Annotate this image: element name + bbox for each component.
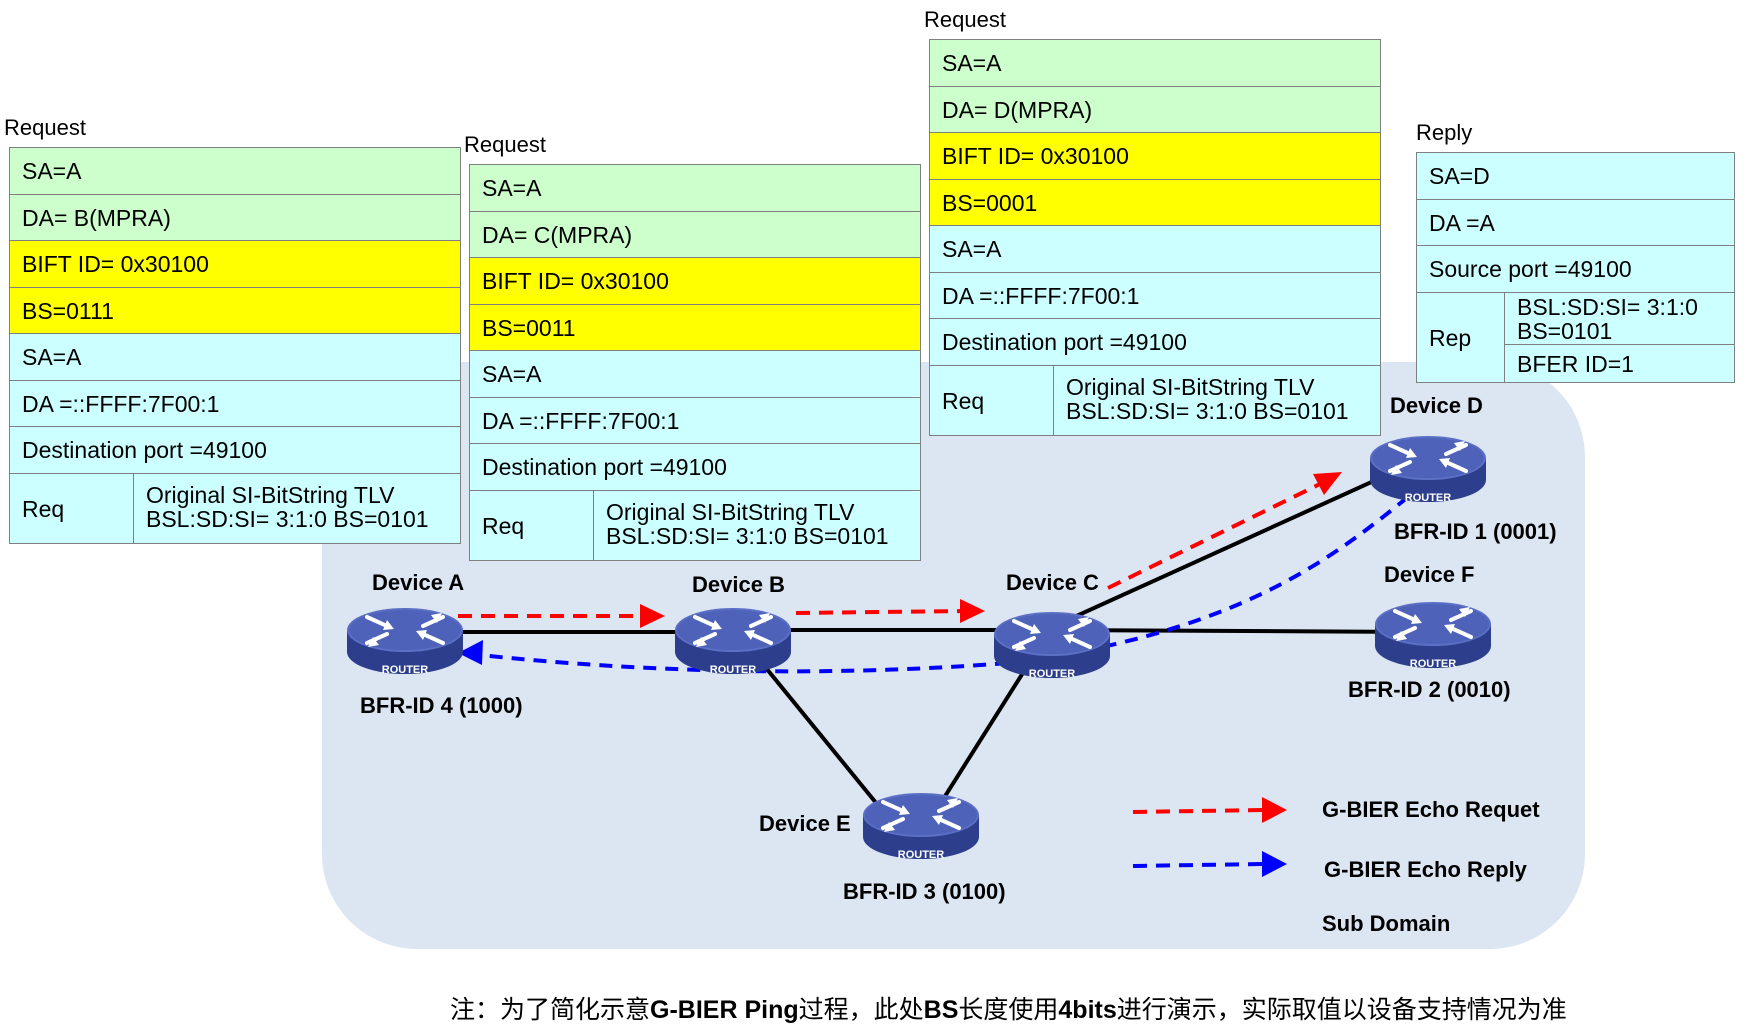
request-arrow-c-d: [1107, 481, 1323, 590]
field-req-label: Req: [10, 474, 134, 544]
tlv-value: BSL:SD:SI= 3:1:0 BS=0101: [1066, 398, 1349, 424]
footnote-suffix: 进行演示，实际取值以设备支持情况为准: [1116, 995, 1567, 1024]
field-sa: SA=D: [1417, 153, 1735, 200]
router-label: ROUTER: [1410, 658, 1457, 670]
packet-title: Request: [924, 7, 1006, 32]
red-arrowhead-icon: [1313, 472, 1342, 495]
field-destination-port: Destination port =49100: [470, 444, 921, 491]
device-d-name: Device D: [1390, 393, 1483, 418]
field-sa: SA=A: [470, 351, 921, 398]
field-da: DA =A: [1417, 200, 1735, 246]
router-b[interactable]: ROUTER: [673, 606, 793, 676]
packet-title: Request: [464, 132, 546, 157]
field-req-label: Req: [470, 491, 594, 561]
packet-fields: SA=A DA= D(MPRA) BIFT ID= 0x30100 BS=000…: [929, 39, 1381, 436]
field-outer-da: DA= C(MPRA): [470, 212, 921, 258]
tlv-name: Original SI-BitString TLV: [606, 499, 855, 525]
footnote-term-bs: BS: [923, 996, 959, 1024]
link-c-d: [1049, 458, 1421, 630]
field-bsl: BSL:SD:SI= 3:1:0 BS=0101: [1505, 293, 1735, 345]
device-e-name: Device E: [759, 811, 851, 836]
device-f-bfr-id: BFR-ID 2 (0010): [1348, 677, 1511, 702]
field-sa: SA=A: [930, 226, 1381, 273]
bs-value: BS=0101: [1517, 318, 1613, 344]
field-da: DA =::FFFF:7F00:1: [930, 273, 1381, 319]
legend-reply-label: G-BIER Echo Reply: [1324, 857, 1528, 882]
footnote-mid1: 过程，此处: [798, 995, 924, 1024]
legend-reply-arrowhead-icon: [1262, 851, 1287, 877]
router-e[interactable]: ROUTER: [861, 791, 981, 861]
field-sa: SA=A: [10, 334, 461, 381]
field-bs: BS=0001: [930, 180, 1381, 226]
device-f-name: Device F: [1384, 562, 1475, 587]
field-outer-sa: SA=A: [10, 148, 461, 195]
field-outer-da: DA= D(MPRA): [930, 87, 1381, 133]
field-bfer-id: BFER ID=1: [1505, 345, 1735, 383]
device-b-name: Device B: [692, 572, 785, 597]
field-source-port: Source port =49100: [1417, 246, 1735, 293]
legend-request-label: G-BIER Echo Requet: [1322, 797, 1540, 822]
bsl-value: BSL:SD:SI= 3:1:0: [1517, 294, 1698, 320]
router-label: ROUTER: [1405, 492, 1452, 504]
legend: G-BIER Echo Requet G-BIER Echo Reply Sub…: [1132, 797, 1540, 936]
field-da: DA =::FFFF:7F00:1: [10, 381, 461, 427]
field-tlv: Original SI-BitString TLV BSL:SD:SI= 3:1…: [594, 491, 921, 561]
legend-request-arrowhead-icon: [1262, 797, 1287, 823]
tlv-name: Original SI-BitString TLV: [146, 482, 395, 508]
device-a-name: Device A: [372, 570, 464, 595]
field-outer-da: DA= B(MPRA): [10, 195, 461, 241]
tlv-value: BSL:SD:SI= 3:1:0 BS=0101: [606, 523, 889, 549]
footnote-term-bits: 4bits: [1058, 996, 1117, 1024]
field-outer-sa: SA=A: [930, 40, 1381, 87]
footnote-prefix: 注：为了简化示意: [450, 995, 651, 1024]
blue-arrowhead-icon: [458, 640, 483, 665]
router-a[interactable]: ROUTER: [345, 606, 465, 676]
footnote-term-ping: G-BIER Ping: [650, 996, 799, 1024]
field-da: DA =::FFFF:7F00:1: [470, 398, 921, 444]
device-a-bfr-id: BFR-ID 4 (1000): [360, 693, 523, 718]
red-arrowhead-icon: [640, 604, 665, 628]
packet-title: Request: [4, 115, 86, 140]
router-label: ROUTER: [710, 664, 757, 676]
red-arrowhead-icon: [960, 599, 985, 623]
router-label: ROUTER: [1029, 668, 1076, 680]
tlv-value: BSL:SD:SI= 3:1:0 BS=0101: [146, 506, 429, 532]
request-arrowheads: [640, 472, 1342, 628]
tlv-name: Original SI-BitString TLV: [1066, 374, 1315, 400]
router-d[interactable]: ROUTER: [1368, 434, 1488, 504]
request-arrows: [458, 481, 1323, 618]
router-label: ROUTER: [382, 664, 429, 676]
field-destination-port: Destination port =49100: [10, 427, 461, 474]
field-rep-label: Rep: [1417, 293, 1505, 383]
field-bift-id: BIFT ID= 0x30100: [470, 258, 921, 305]
field-tlv: Original SI-BitString TLV BSL:SD:SI= 3:1…: [1054, 366, 1381, 436]
router-f[interactable]: ROUTER: [1373, 600, 1493, 670]
link-c-f: [1049, 628, 1426, 634]
packet-fields: SA=D DA =A Source port =49100 Rep BSL:SD…: [1416, 152, 1735, 383]
legend-subdomain-label: Sub Domain: [1322, 911, 1450, 936]
device-c-name: Device C: [1006, 570, 1099, 595]
packet-title: Reply: [1416, 120, 1473, 145]
field-tlv: Original SI-BitString TLV BSL:SD:SI= 3:1…: [134, 474, 461, 544]
device-e-bfr-id: BFR-ID 3 (0100): [843, 879, 1006, 904]
field-bs: BS=0111: [10, 288, 461, 334]
field-bift-id: BIFT ID= 0x30100: [10, 241, 461, 288]
router-label: ROUTER: [898, 849, 945, 861]
footnote: 注：为了简化示意G-BIER Ping过程，此处BS长度使用4bits进行演示，…: [450, 990, 1567, 1026]
request-arrow-b-c: [795, 609, 966, 615]
packet-fields: SA=A DA= B(MPRA) BIFT ID= 0x30100 BS=011…: [9, 147, 461, 544]
router-c[interactable]: ROUTER: [992, 610, 1112, 680]
packet-fields: SA=A DA= C(MPRA) BIFT ID= 0x30100 BS=001…: [469, 164, 921, 561]
field-outer-sa: SA=A: [470, 165, 921, 212]
field-bift-id: BIFT ID= 0x30100: [930, 133, 1381, 180]
footnote-mid2: 长度使用: [958, 995, 1059, 1024]
field-bs: BS=0011: [470, 305, 921, 351]
field-destination-port: Destination port =49100: [930, 319, 1381, 366]
device-d-bfr-id: BFR-ID 1 (0001): [1394, 519, 1557, 544]
field-req-label: Req: [930, 366, 1054, 436]
